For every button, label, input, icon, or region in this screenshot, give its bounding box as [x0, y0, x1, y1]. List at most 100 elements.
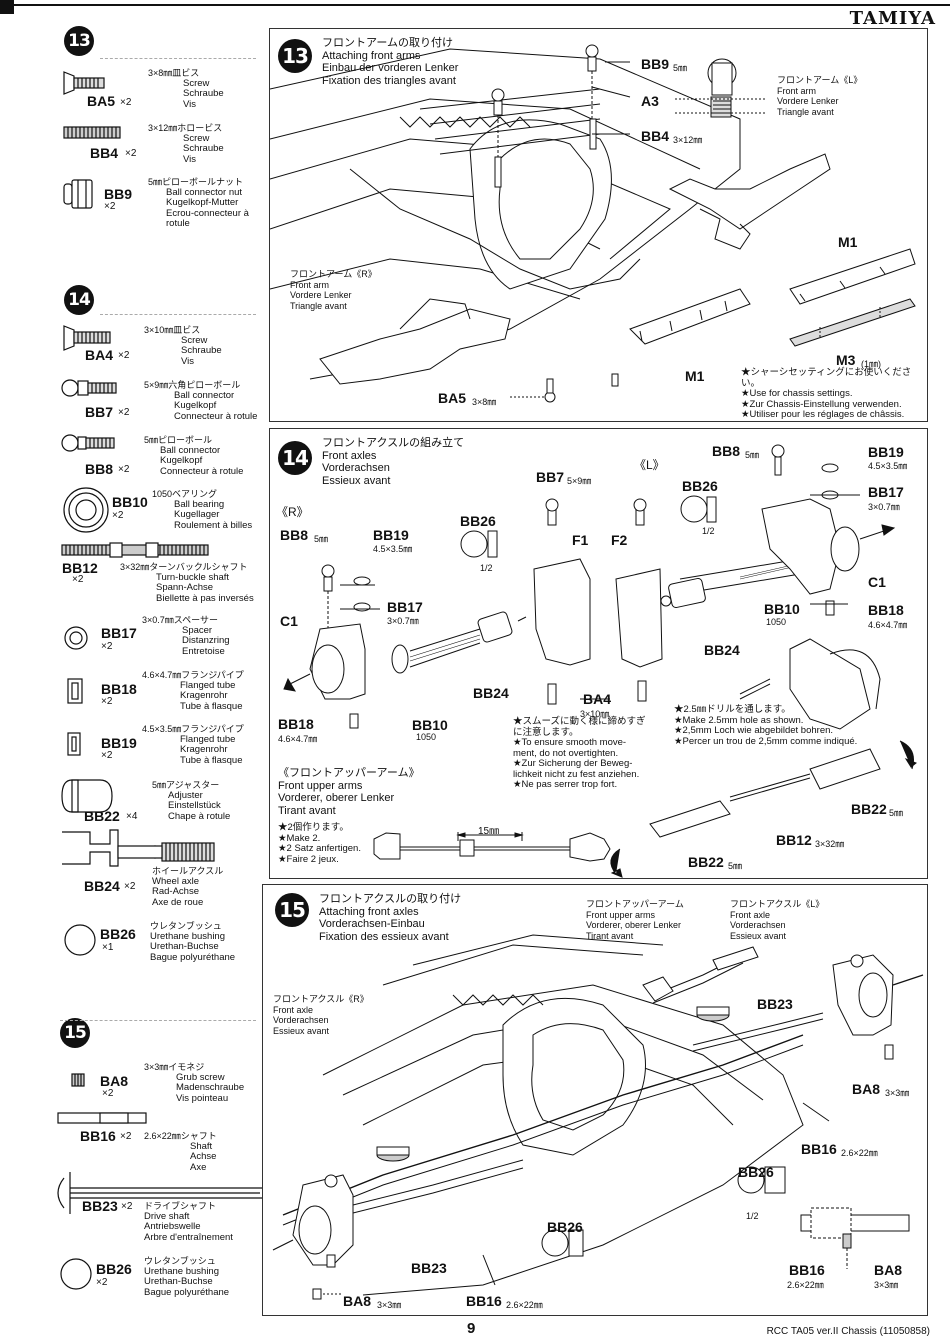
label-size: 3×12㎜ — [673, 135, 703, 145]
label-bb17: BB17 — [868, 484, 904, 500]
label-f2: F2 — [611, 532, 628, 548]
label-size: 1050 — [416, 732, 437, 742]
part-code-bb7: BB7 — [85, 404, 114, 420]
label-ba8: BA8 — [874, 1262, 903, 1278]
label-bb26: BB26 — [547, 1219, 583, 1235]
label-size: 3×32㎜ — [815, 839, 845, 849]
label-bb9: BB9 — [641, 56, 670, 72]
label-c1: C1 — [280, 613, 298, 629]
part-qty: ×2 — [125, 148, 137, 159]
label-bb19: BB19 — [868, 444, 904, 460]
part-code-bb24: BB24 — [84, 878, 120, 894]
part-desc: 5㎜ピローボールナット Ball connector nut Kugelkopf… — [148, 177, 249, 229]
step-number-14: 14 — [64, 285, 94, 315]
label-m1: M1 — [685, 368, 705, 384]
label-size: 4.6×4.7㎜ — [278, 734, 318, 744]
label-bb8: BB8 — [280, 527, 309, 543]
step-number-13: 13 — [64, 26, 94, 56]
label-size: 4.5×3.5㎜ — [373, 544, 413, 554]
label-bb12: BB12 — [776, 832, 812, 848]
part-qty: ×2 — [104, 201, 116, 212]
label-size: 5㎜ — [314, 534, 329, 544]
label-bb18: BB18 — [868, 602, 904, 618]
label-fraction: 1/2 — [746, 1211, 759, 1221]
step-13-panel: 13 フロントアームの取り付け Attaching front arms Ein… — [269, 28, 928, 422]
part-qty: ×4 — [126, 811, 138, 822]
label-size: 3×0.7㎜ — [387, 616, 419, 626]
label-m1: M1 — [838, 234, 858, 250]
divider — [100, 58, 256, 59]
label-size: 3×0.7㎜ — [868, 502, 900, 512]
make-two-note: ★2個作ります。 ★Make 2. ★2 Satz anfertigen. ★F… — [278, 822, 361, 865]
label-bb18: BB18 — [278, 716, 314, 732]
label-bb19: BB19 — [373, 527, 409, 543]
label-size: 3×3㎜ — [377, 1300, 402, 1310]
divider — [100, 314, 256, 315]
label-bb22: BB22 — [688, 854, 724, 870]
part-desc: 1050ベアリング Ball bearing Kugellager Roulem… — [152, 489, 253, 531]
part-desc: 3×0.7㎜スペーサー Spacer Distanzring Entretois… — [142, 615, 230, 657]
step-15-title: フロントアクスルの取り付け Attaching front axles Vord… — [319, 893, 462, 943]
drill-note: ★2.5㎜ドリルを通します。 ★Make 2.5mm hole as shown… — [674, 704, 858, 747]
part-desc: 2.6×22㎜シャフト Shaft Achse Axe — [144, 1131, 217, 1173]
label-size: (1㎜) — [861, 359, 881, 369]
label-bb16: BB16 — [789, 1262, 825, 1278]
part-qty: ×2 — [96, 1277, 108, 1288]
label-l-side: 《L》 — [634, 458, 665, 472]
part-qty: ×2 — [121, 1201, 133, 1212]
label-m3: M3 — [836, 352, 856, 368]
label-size: 4.5×3.5㎜ — [868, 461, 908, 471]
label-size: 5×9㎜ — [567, 476, 592, 486]
label-size: 3×3㎜ — [885, 1088, 910, 1098]
brand-logo: TAMIYA — [849, 8, 936, 29]
label-fraction: 1/2 — [702, 526, 715, 536]
divider — [60, 1020, 256, 1021]
part-qty: ×2 — [101, 641, 113, 652]
part-desc: 3×32㎜ターンバックルシャフト Turn-buckle shaft Spann… — [120, 562, 254, 604]
part-code-bb16: BB16 — [80, 1128, 116, 1144]
part-qty: ×2 — [101, 696, 113, 707]
step-15-panel: 15 フロントアクスルの取り付け Attaching front axles V… — [262, 884, 928, 1316]
dimension-label: 15㎜ — [478, 826, 500, 837]
part-qty: ×2 — [118, 407, 130, 418]
label-size: 5㎜ — [889, 808, 904, 818]
part-desc: ウレタンブッシュ Urethane bushing Urethan-Buchse… — [144, 1256, 230, 1298]
label-bb16: BB16 — [801, 1141, 837, 1157]
front-axle-r-caption: フロントアクスル《R》 Front axle Vorderachsen Essi… — [273, 994, 369, 1036]
part-code-bb9: BB9 — [104, 186, 133, 202]
label-bb26: BB26 — [682, 478, 718, 494]
part-code-bb18: BB18 — [101, 681, 137, 697]
label-bb8: BB8 — [712, 443, 741, 459]
label-size: 3×10㎜ — [580, 709, 610, 719]
step-number-13: 13 — [278, 39, 312, 73]
step-14-title: フロントアクスルの組み立て Front axles Vorderachsen E… — [322, 437, 465, 487]
part-desc: 3×3㎜イモネジ Grub screw Madenschraube Vis po… — [144, 1062, 245, 1104]
label-c1: C1 — [868, 574, 886, 590]
step-14-panel: 14 フロントアクスルの組み立て Front axles Vorderachse… — [269, 428, 928, 879]
part-code-bb4: BB4 — [90, 145, 119, 161]
label-f1: F1 — [572, 532, 589, 548]
label-bb24: BB24 — [704, 642, 740, 658]
part-qty: ×2 — [120, 1131, 132, 1142]
label-size: 2.6×22㎜ — [506, 1300, 543, 1310]
label-size: 1050 — [766, 617, 787, 627]
step-number-15: 15 — [275, 893, 309, 927]
label-ba5: BA5 — [438, 390, 467, 406]
part-qty: ×2 — [72, 574, 84, 585]
part-desc: 3×8㎜皿ビス Screw Schraube Vis — [148, 68, 224, 110]
tightening-note: ★スムーズに動く様に締めすぎ に注意します。 ★To ensure smooth… — [513, 716, 646, 790]
part-code-ba5: BA5 — [87, 93, 116, 109]
front-arm-l-caption: フロントアーム《L》 Front arm Vordere Lenker Tria… — [777, 75, 863, 117]
part-desc: ドライブシャフト Drive shaft Antriebswelle Arbre… — [144, 1201, 233, 1243]
label-bb10: BB10 — [412, 717, 448, 733]
part-qty: ×2 — [118, 350, 130, 361]
part-code-bb17: BB17 — [101, 625, 137, 641]
part-code-bb19: BB19 — [101, 735, 137, 751]
label-bb24: BB24 — [473, 685, 509, 701]
label-bb16: BB16 — [466, 1293, 502, 1309]
part-code-ba4: BA4 — [85, 347, 114, 363]
page-number: 9 — [467, 1320, 476, 1337]
attach-front-axles-drawing — [272, 934, 924, 1300]
part-qty: ×2 — [120, 97, 132, 108]
label-bb26: BB26 — [738, 1164, 774, 1180]
